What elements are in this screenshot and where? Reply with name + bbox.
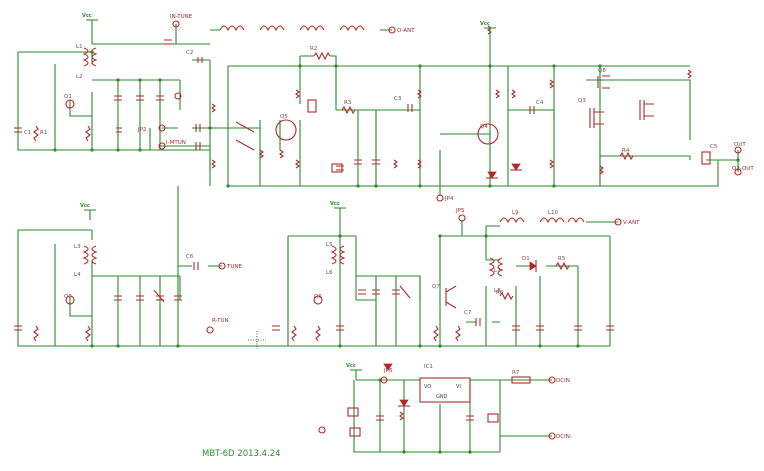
terminal-out[interactable] — [734, 146, 742, 154]
label-q6: Q6 — [314, 294, 322, 300]
regulator-ic1 — [419, 377, 471, 403]
vcc-label-5: Vcc — [346, 363, 356, 369]
label-r2: R2 — [310, 46, 317, 52]
label-r3: R3 — [344, 100, 352, 106]
label-l1: L1 — [76, 44, 83, 50]
label-c2: C2 — [186, 50, 193, 56]
net-jp2: JP2 — [137, 127, 146, 133]
vcc-label-3: Vcc — [80, 203, 90, 209]
schematic-title: MBT-6D 2013.4.24 — [202, 449, 281, 459]
terminal-o-ant[interactable] — [388, 26, 396, 34]
component-labels: L1 L2 L3 L4 L5 L6 L7 L8 Q1 Q2 Q3 Q4 Q5 Q… — [24, 44, 718, 376]
label-r5: R5 — [558, 256, 566, 262]
transistors — [275, 75, 654, 309]
label-q1: Q1 — [64, 94, 72, 100]
polarized-capacitors — [307, 99, 711, 437]
terminal-dcin-neg[interactable] — [548, 432, 556, 440]
regulator-pins: VO VI GND — [424, 384, 461, 400]
label-r1: R1 — [40, 130, 47, 136]
cursor-crosshair — [248, 331, 266, 349]
net-in-tune: IN-TUNE — [170, 14, 193, 20]
terminal-jp2[interactable] — [158, 124, 166, 132]
label-d1: D1 — [522, 256, 530, 262]
terminal-tune[interactable] — [218, 262, 226, 270]
terminal-v-ant[interactable] — [614, 218, 622, 226]
net-labels: IN-TUNE O-ANT JP2 I-MTUN OUT O2-OUT JP4 … — [137, 14, 754, 440]
label-q5: Q5 — [280, 114, 288, 120]
inductor-chain-top — [219, 25, 365, 32]
diodes — [383, 163, 537, 407]
net-dcin: DCIN — [556, 378, 570, 384]
label-q4: Q4 — [480, 124, 488, 130]
terminals[interactable] — [158, 20, 742, 440]
label-l3: L3 — [74, 244, 81, 250]
label-l2: L2 — [76, 74, 83, 80]
label-q3: Q3 — [578, 98, 586, 104]
wiring — [17, 24, 739, 453]
label-l7: L7 — [494, 268, 501, 274]
label-r6: R6 — [496, 290, 504, 296]
terminal-r-tun[interactable] — [206, 326, 214, 334]
terminal-out2[interactable] — [734, 168, 742, 176]
terminal-jp6[interactable] — [380, 376, 388, 384]
label-c5: C5 — [710, 144, 718, 150]
net-r-tun: R-TUN — [212, 318, 229, 324]
label-l9: L9 — [512, 210, 519, 216]
label-ic1: IC1 — [424, 364, 433, 370]
label-c7: C7 — [464, 310, 472, 316]
net-jp4: JP4 — [444, 196, 454, 202]
label-l6: L6 — [326, 270, 333, 276]
label-c6: C6 — [186, 254, 194, 260]
trimmers — [65, 99, 411, 305]
components — [14, 25, 711, 437]
terminal-in-tune[interactable] — [172, 20, 180, 28]
label-f1: R7 — [512, 370, 520, 376]
inductor-chain-bottom — [499, 217, 585, 224]
label-c3: C3 — [394, 96, 402, 102]
vcc-symbols: Vcc Vcc Vcc Vcc Vcc — [80, 13, 496, 380]
label-l10: L10 — [548, 210, 559, 216]
net-o-ant: O-ANT — [397, 28, 415, 34]
label-l8: L8 — [494, 288, 501, 294]
terminal-dcin[interactable] — [548, 376, 556, 384]
terminal-jp-bottom[interactable] — [318, 426, 326, 434]
reg-pin-gnd: GND — [436, 394, 448, 400]
label-q2: Q2 — [64, 294, 72, 300]
label-q7: Q7 — [432, 284, 440, 290]
transformers — [82, 47, 504, 277]
terminal-jp1[interactable] — [174, 92, 182, 100]
net-dcin-neg: DCIN- — [556, 434, 572, 440]
fuse — [511, 376, 531, 384]
net-v-ant: V-ANT — [623, 220, 640, 226]
vcc-label-4: Vcc — [330, 201, 340, 207]
net-i-mtun: I-MTUN — [166, 140, 186, 146]
vcc-label-2: Vcc — [480, 21, 490, 27]
label-c4: C4 — [536, 100, 544, 106]
net-jp6: JP6 — [383, 368, 393, 374]
vcc-label-1: Vcc — [82, 13, 92, 19]
label-c1: C1 — [24, 130, 31, 136]
label-l5: L5 — [326, 242, 333, 248]
label-r4: R4 — [622, 148, 630, 154]
net-tune: TUNE — [226, 264, 242, 270]
label-q8: Q8 — [598, 68, 606, 74]
net-out2: O2-OUT — [732, 166, 754, 172]
junctions — [53, 50, 740, 454]
reg-pin-vi: VI — [456, 384, 461, 390]
terminal-jp4[interactable] — [436, 194, 444, 202]
net-jp5: JP5 — [455, 208, 465, 214]
terminal-i-mtun[interactable] — [158, 142, 166, 150]
label-l4: L4 — [74, 272, 81, 278]
reg-pin-vo: VO — [424, 384, 431, 390]
net-out: OUT — [734, 142, 746, 148]
terminal-jp5[interactable] — [458, 214, 466, 222]
resistors — [33, 25, 692, 421]
capacitors — [14, 39, 614, 421]
